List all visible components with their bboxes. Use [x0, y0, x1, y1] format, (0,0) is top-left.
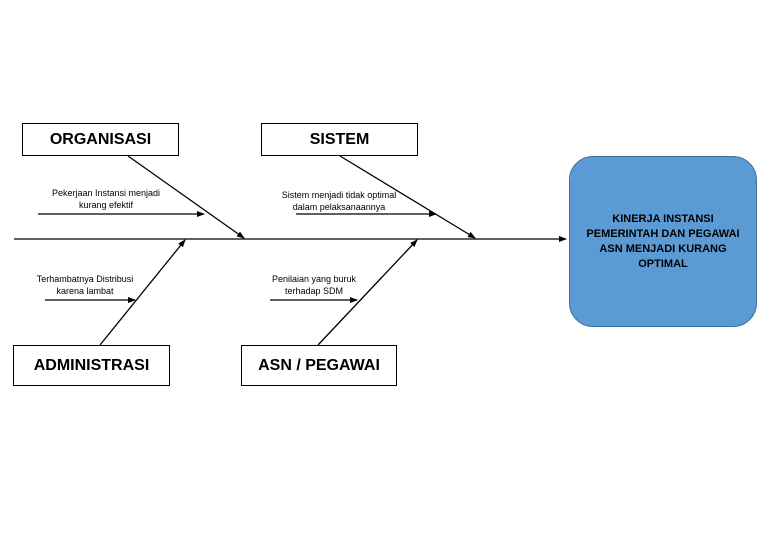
effect-line-3: ASN MENJADI KURANG — [599, 242, 727, 255]
cause-sistem-line-1: Sistem menjadi tidak optimal — [281, 190, 397, 200]
effect-line-4: OPTIMAL — [638, 257, 688, 270]
cause-sistem-line-2: dalam pelaksanaannya — [292, 202, 386, 212]
category-organisasi: ORGANISASI — [22, 123, 179, 156]
bone-asn-pegawai — [317, 239, 418, 346]
cause-asn-pegawai-line-2: terhadap SDM — [284, 286, 344, 296]
bone-administrasi — [99, 239, 186, 346]
cause-administrasi-line-2: karena lambat — [56, 286, 114, 296]
effect-box: KINERJA INSTANSI PEMERINTAH DAN PEGAWAI … — [569, 156, 757, 327]
bone-sistem — [339, 155, 476, 239]
bone-organisasi — [127, 155, 245, 239]
category-asn-pegawai: ASN / PEGAWAI — [241, 345, 397, 386]
effect-line-1: KINERJA INSTANSI — [612, 212, 714, 225]
cause-administrasi: Terhambatnya Distribusi karena lambat — [27, 273, 143, 297]
cause-organisasi-line-1: Pekerjaan Instansi menjadi — [51, 188, 161, 198]
cause-asn-pegawai-line-1: Penilaian yang buruk — [271, 274, 357, 284]
cause-organisasi-line-2: kurang efektif — [78, 200, 134, 210]
category-administrasi: ADMINISTRASI — [13, 345, 170, 386]
effect-line-2: PEMERINTAH DAN PEGAWAI — [586, 227, 740, 240]
cause-administrasi-line-1: Terhambatnya Distribusi — [36, 274, 134, 284]
cause-asn-pegawai: Penilaian yang buruk terhadap SDM — [258, 273, 370, 297]
cause-organisasi: Pekerjaan Instansi menjadi kurang efekti… — [34, 187, 178, 211]
category-sistem: SISTEM — [261, 123, 418, 156]
cause-sistem: Sistem menjadi tidak optimal dalam pelak… — [272, 189, 406, 213]
